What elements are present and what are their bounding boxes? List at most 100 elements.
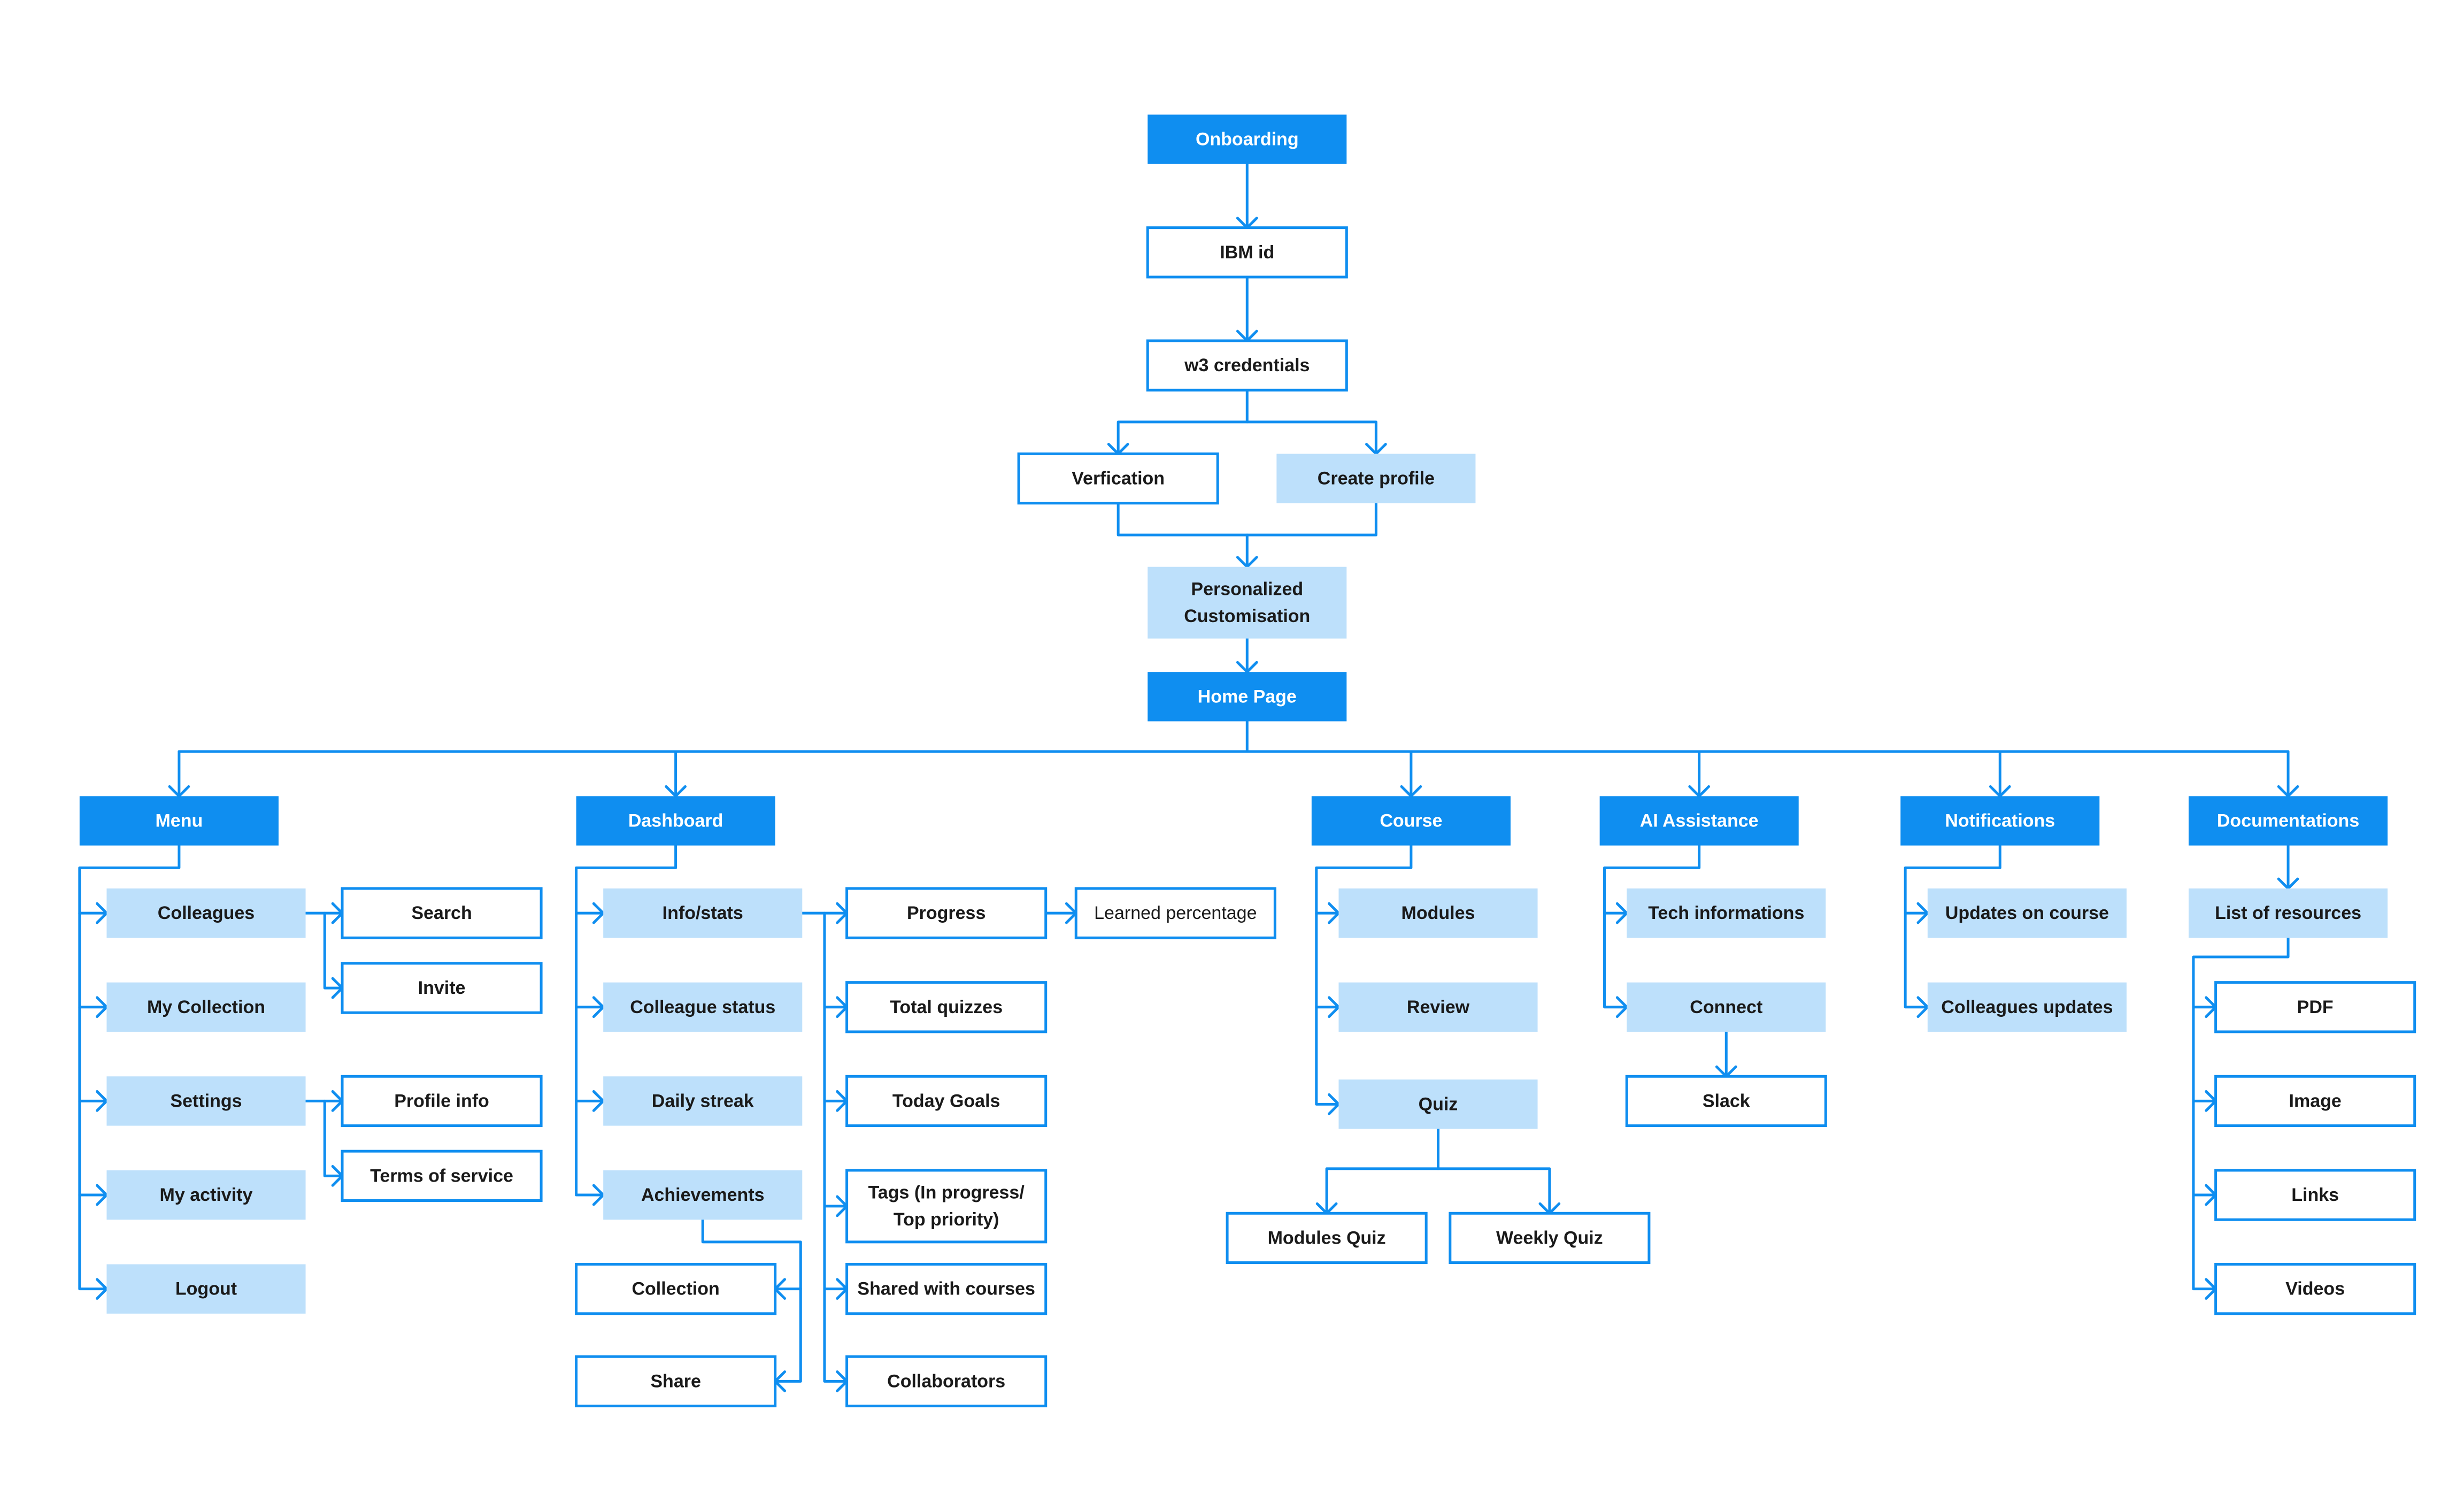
node-label: My Collection <box>147 997 265 1017</box>
node-documentations: Documentations <box>2189 796 2388 846</box>
node-label: Collaborators <box>887 1371 1005 1391</box>
node-ai-assistance: AI Assistance <box>1599 796 1799 846</box>
node-label: Achievements <box>641 1185 765 1205</box>
node-label: Daily streak <box>652 1091 754 1111</box>
node-image: Image <box>2214 1075 2416 1128</box>
node-label: Colleague status <box>630 997 775 1017</box>
node-my-collection: My Collection <box>106 982 306 1032</box>
arrow-head <box>1236 556 1258 569</box>
node-home-page: Home Page <box>1148 672 1347 722</box>
node-pdf: PDF <box>2214 981 2416 1033</box>
node-label: Profile info <box>394 1091 489 1111</box>
node-label: Updates on course <box>1945 903 2109 923</box>
node-achievements: Achievements <box>603 1170 803 1220</box>
connector <box>1904 844 2001 1009</box>
node-label: Image <box>2289 1091 2342 1111</box>
node-menu: Menu <box>79 796 279 846</box>
node-profile-info: Profile info <box>341 1075 543 1128</box>
node-box <box>1627 888 1826 938</box>
node-onboarding: Onboarding <box>1148 114 1347 164</box>
node-today-goals: Today Goals <box>845 1075 1048 1128</box>
node-box <box>845 1169 1048 1244</box>
node-label: Collection <box>632 1279 719 1299</box>
node-box <box>2214 1263 2416 1315</box>
node-label: Onboarding <box>1196 129 1299 149</box>
node-label: PDF <box>2297 997 2334 1017</box>
node-box <box>1338 888 1538 938</box>
node-box <box>1017 452 1219 505</box>
node-learned-percentage: Learned percentage <box>1074 887 1276 939</box>
node-label: Home Page <box>1198 686 1297 707</box>
node-box <box>2214 1169 2416 1221</box>
arrow-head <box>665 785 687 798</box>
node-label: List of resources <box>2215 903 2361 923</box>
node-label: Videos <box>2285 1279 2345 1299</box>
arrow-head <box>2277 877 2299 890</box>
node-box <box>1074 887 1276 939</box>
node-label: Verfication <box>1072 469 1165 489</box>
node-info-stats: Info/stats <box>603 888 803 938</box>
node-label: Info/stats <box>663 903 743 923</box>
arrow-head <box>168 785 190 798</box>
node-updates-on-course: Updates on course <box>1927 888 2127 938</box>
node-box <box>575 1355 777 1407</box>
connector <box>323 1099 344 1177</box>
node-box <box>79 796 279 846</box>
node-colleague-status: Colleague status <box>603 982 803 1032</box>
node-box <box>341 1150 543 1202</box>
node-dashboard: Dashboard <box>576 796 775 846</box>
node-box <box>1338 982 1538 1032</box>
connector <box>323 911 344 990</box>
node-collection: Collection <box>575 1263 777 1315</box>
node-colleagues: Colleagues <box>106 888 306 938</box>
node-box <box>845 981 1048 1033</box>
node-label: Progress <box>907 903 985 923</box>
node-label: Tags (In progress/ <box>868 1183 1025 1203</box>
arrow-head <box>1615 996 1628 1018</box>
node-label: Modules Quiz <box>1268 1228 1386 1248</box>
node-terms-of-service: Terms of service <box>341 1150 543 1202</box>
node-label: Logout <box>175 1279 237 1299</box>
node-modules: Modules <box>1338 888 1538 938</box>
node-box <box>1338 1079 1538 1129</box>
arrow-head <box>1688 785 1711 798</box>
node-box <box>2214 1075 2416 1128</box>
node-tech-informations: Tech informations <box>1627 888 1826 938</box>
connector <box>2192 936 2290 1291</box>
connector <box>1245 420 1377 455</box>
node-label: Personalized <box>1191 579 1303 599</box>
arrow-head <box>1328 902 1340 924</box>
arrow-head <box>1400 785 1422 798</box>
node-progress: Progress <box>845 887 1048 939</box>
arrow-head <box>1615 902 1628 924</box>
connector <box>1315 844 1413 1106</box>
node-label: Terms of service <box>370 1166 513 1186</box>
node-search: Search <box>341 887 543 939</box>
connector <box>1603 844 1701 1009</box>
node-box <box>1625 1075 1827 1128</box>
node-box <box>341 887 543 939</box>
node-colleagues-updates: Colleagues updates <box>1927 982 2127 1032</box>
node-list-of-resources: List of resources <box>2189 888 2388 938</box>
node-label: Settings <box>170 1091 242 1111</box>
node-label: Invite <box>418 978 466 998</box>
node-box <box>845 887 1048 939</box>
connector <box>1325 1128 1439 1215</box>
node-label: Shared with courses <box>857 1279 1035 1299</box>
node-box <box>1276 454 1476 503</box>
node-label: Search <box>411 903 472 923</box>
node-box <box>575 1263 777 1315</box>
node-share: Share <box>575 1355 777 1407</box>
node-create-profile: Create profile <box>1276 454 1476 503</box>
connector <box>823 911 849 1383</box>
node-box <box>603 982 803 1032</box>
node-label: Learned percentage <box>1094 903 1257 923</box>
node-collaborators: Collaborators <box>845 1355 1048 1407</box>
node-label: IBM id <box>1220 242 1274 263</box>
node-box <box>603 1170 803 1220</box>
node-box <box>845 1075 1048 1128</box>
node-label: Quiz <box>1419 1094 1458 1114</box>
node-box <box>1148 114 1347 164</box>
node-box <box>1900 796 2100 846</box>
